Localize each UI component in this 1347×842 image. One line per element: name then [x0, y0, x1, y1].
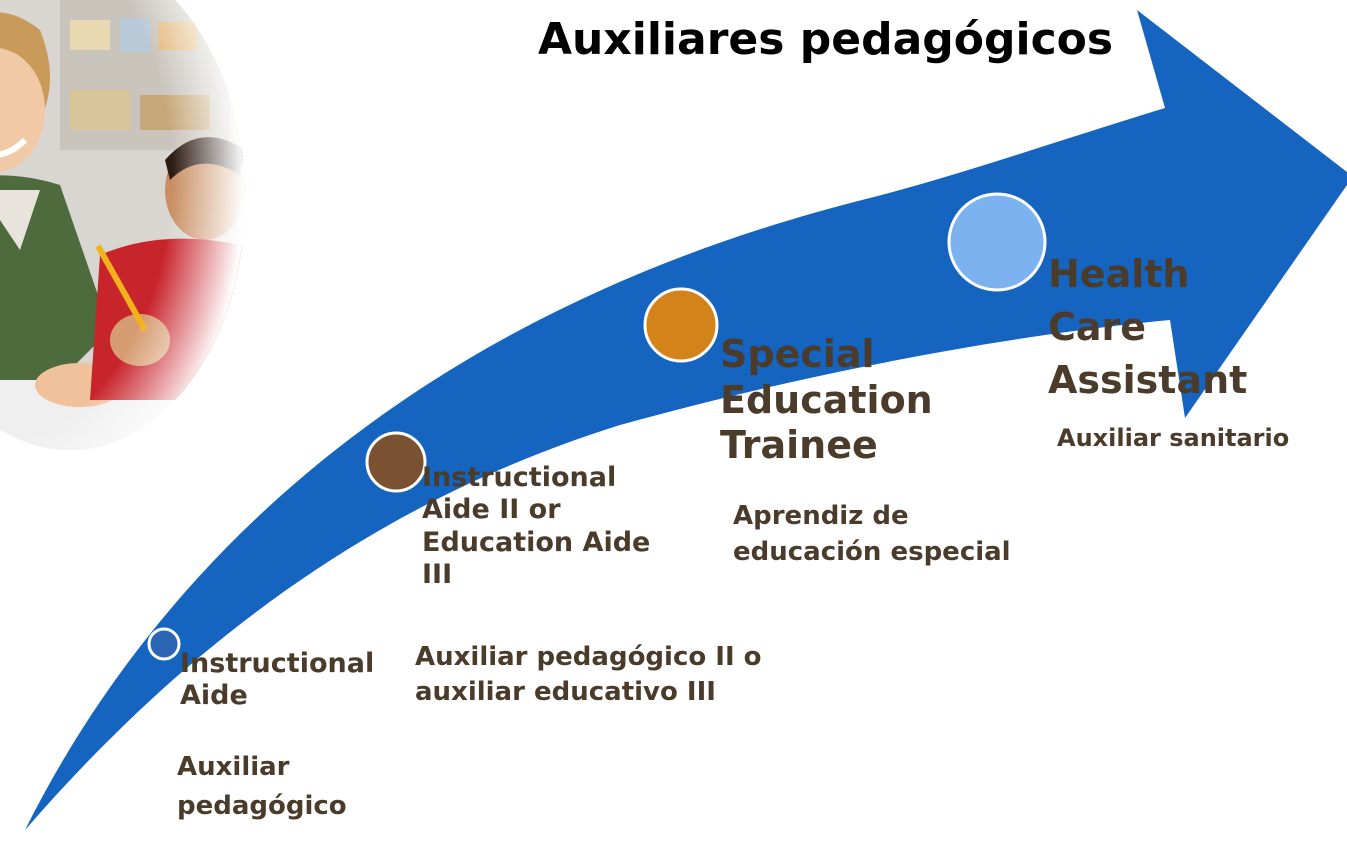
- step-1-translation: Auxiliar pedagógico: [177, 752, 347, 821]
- step-1-label: Instructional Aide: [180, 648, 375, 712]
- step-2-translation: Auxiliar pedagógico II o auxiliar educat…: [415, 642, 762, 708]
- step-4-translation: Auxiliar sanitario: [1057, 424, 1290, 452]
- slide-title: Auxiliares pedagógicos: [538, 14, 1114, 65]
- node-health-care-assistant: [947, 192, 1047, 292]
- teacher-with-student-photo: [0, 0, 245, 450]
- step-4-label: Health Care Assistant: [1048, 252, 1248, 402]
- node-special-education-trainee: [643, 287, 719, 363]
- node-instructional-aide: [147, 627, 181, 661]
- step-2-label: Instructional Aide II or Education Aide …: [422, 462, 651, 591]
- node-instructional-aide-ii: [365, 431, 427, 493]
- step-3-translation: Aprendiz de educación especial: [733, 501, 1011, 568]
- step-3-label: Special Education Trainee: [720, 332, 933, 468]
